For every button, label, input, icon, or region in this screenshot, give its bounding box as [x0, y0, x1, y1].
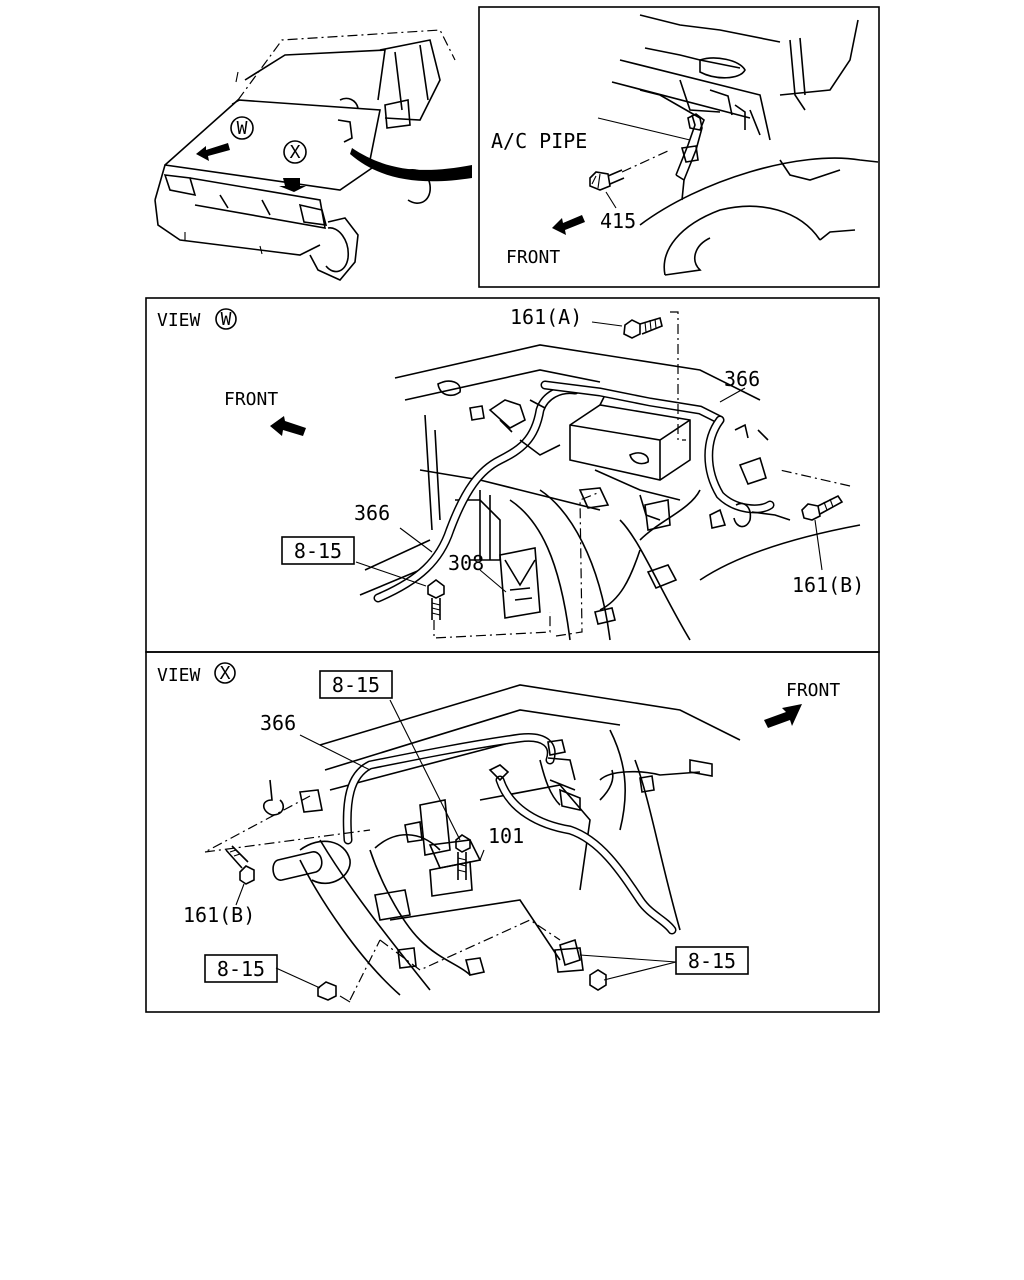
vehicle-overview: W X — [154, 29, 472, 281]
ac-pipe-label: A/C PIPE — [491, 129, 587, 153]
view-x-title: VIEW — [157, 665, 201, 686]
part-366-left-label: 366 — [354, 501, 390, 525]
part-161b-view-x-label: 161(B) — [183, 903, 255, 927]
view-w-panel: VIEW W FRONT — [145, 297, 880, 653]
ref-8-15-view-x-bottom-right: 8-15 — [688, 949, 736, 973]
ref-8-15-view-x-bottom-left: 8-15 — [217, 957, 265, 981]
view-w-title: VIEW — [157, 310, 201, 331]
view-x-front-label: FRONT — [786, 680, 840, 701]
part-366-right-label: 366 — [724, 367, 760, 391]
overview-marker-w: W — [237, 118, 248, 139]
part-366-view-x-label: 366 — [260, 711, 296, 735]
part-308-label: 308 — [448, 551, 484, 575]
part-161b-view-w-label: 161(B) — [792, 573, 864, 597]
view-x-frame — [145, 651, 880, 1013]
view-x-panel: VIEW X FRONT — [145, 651, 880, 1013]
part-161a-label: 161(A) — [510, 305, 582, 329]
ref-8-15-box-view-x-top — [319, 670, 393, 699]
ref-8-15-box-view-x-bottom-right — [675, 946, 749, 975]
inset-front-label: FRONT — [506, 247, 560, 268]
inset-frame — [478, 6, 880, 288]
inset-ac-pipe: A/C PIPE 415 FRONT — [478, 6, 880, 288]
part-101-label: 101 — [488, 824, 524, 848]
ref-8-15-box-view-w — [281, 536, 355, 565]
ref-8-15-box-view-x-bottom-left — [204, 954, 278, 983]
view-w-front-label: FRONT — [224, 389, 278, 410]
overview-marker-x: X — [290, 142, 301, 163]
view-x-marker: X — [220, 663, 231, 684]
ref-8-15-view-x-top: 8-15 — [332, 673, 380, 697]
ref-8-15-view-w: 8-15 — [294, 539, 342, 563]
view-w-marker: W — [221, 309, 232, 330]
part-415-label: 415 — [600, 209, 636, 233]
